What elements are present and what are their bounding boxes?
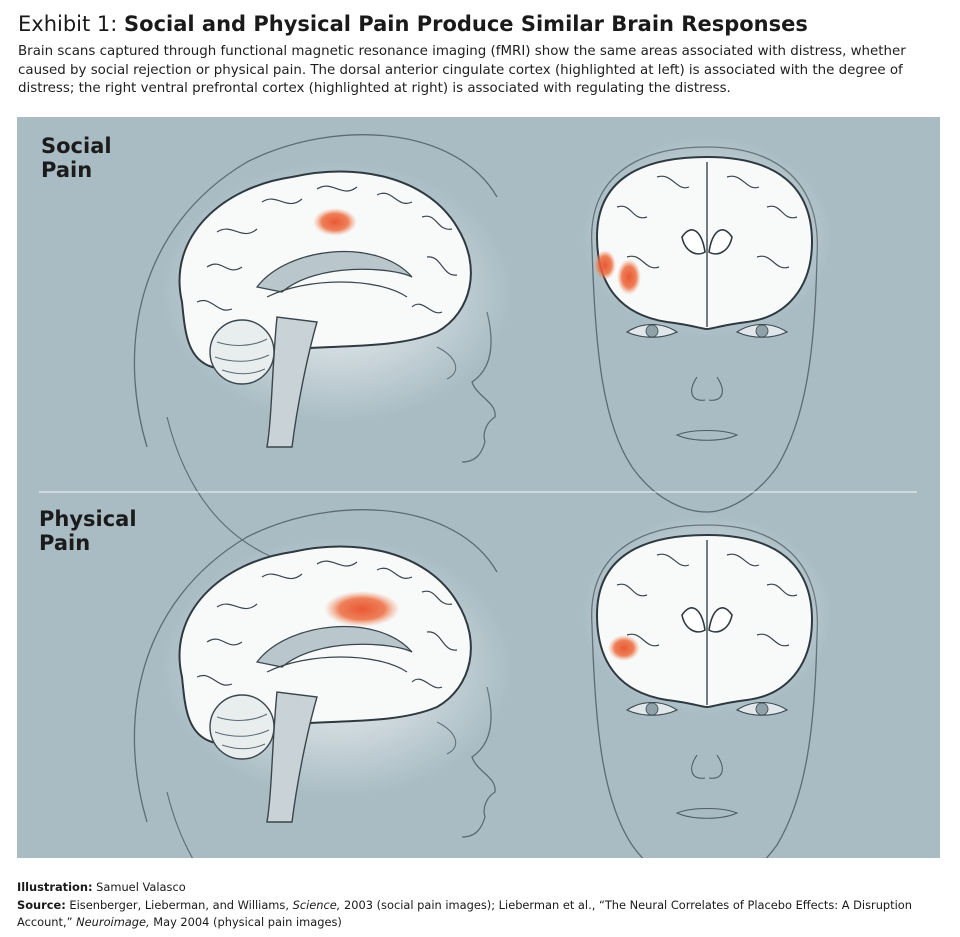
row-social-brains <box>133 133 833 558</box>
illustration-label: Illustration: <box>17 880 93 894</box>
source-part1: Eisenberger, Lieberman, and Williams, <box>69 897 289 912</box>
source-label: Source: <box>17 897 66 912</box>
social-pfc-highlight-b <box>617 259 641 295</box>
source-journal2: Neuroimage, <box>76 915 150 929</box>
source-part2: 2003 (social pain images); Lieberman et … <box>17 897 912 930</box>
exhibit-heading: Social and Physical Pain Produce Similar… <box>124 12 808 36</box>
physical-acc-highlight <box>324 591 400 627</box>
social-pfc-highlight-a <box>594 250 616 280</box>
exhibit-description: Brain scans captured through functional … <box>18 44 906 96</box>
social-acc-highlight <box>313 208 357 236</box>
exhibit-title: Exhibit 1: Social and Physical Pain Prod… <box>18 11 808 37</box>
row-label-social: Social Pain <box>41 134 112 182</box>
illustration-panel: Social Pain Physical Pain <box>17 117 940 858</box>
row-label-physical-line1: Physical <box>39 507 137 531</box>
side-brain-physical <box>133 508 513 858</box>
source-line: Source: Eisenberger, Lieberman, and Will… <box>17 897 947 932</box>
illustration-credit: Samuel Valasco <box>96 880 186 894</box>
row-label-physical: Physical Pain <box>39 507 137 555</box>
physical-pfc-highlight <box>608 635 640 661</box>
illustration-credit-line: Illustration: Samuel Valasco <box>17 879 947 897</box>
brain-illustration <box>39 133 917 858</box>
row-label-social-line1: Social <box>41 134 112 158</box>
source-part3: May 2004 (physical pain images) <box>153 915 342 929</box>
row-physical-brains <box>133 508 833 858</box>
side-brain-social <box>133 133 513 558</box>
footer: Illustration: Samuel Valasco Source: Eis… <box>17 879 947 932</box>
front-brain-social <box>581 136 833 513</box>
row-label-social-line2: Pain <box>41 158 93 182</box>
source-journal1: Science, <box>292 897 341 912</box>
front-brain-physical <box>581 514 833 858</box>
row-label-physical-line2: Pain <box>39 531 91 555</box>
exhibit-prefix: Exhibit 1: <box>18 12 118 36</box>
